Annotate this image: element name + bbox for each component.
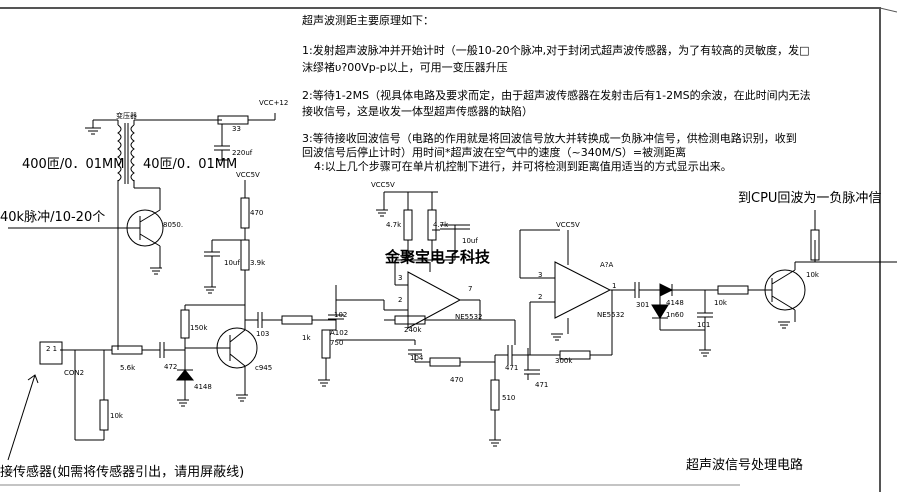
c220-value: 220uf bbox=[232, 149, 253, 157]
vcc-label-2: VCC5V bbox=[371, 181, 395, 189]
r47k-b-value: 4.7k bbox=[433, 221, 449, 229]
note-step-1: 1:发射超声波脉冲并开始计时（一般10-20个脉冲,对于封闭式超声波传感器，为了… bbox=[302, 44, 810, 57]
transformer-right-label: 40匝/0．01MM bbox=[143, 157, 238, 172]
cpu-label: 到CPU回波为一负脉冲信 bbox=[738, 191, 882, 206]
r56k-value: 5.6k bbox=[120, 364, 136, 372]
c103-value: 103 bbox=[256, 330, 270, 338]
vcc-label-3: VCC5V bbox=[556, 221, 580, 229]
opamp-b-pin1: 1 bbox=[612, 282, 617, 290]
r1k-value: 1k bbox=[302, 334, 311, 342]
sensor-label: 接传感器(如需将传感器引出，请用屏蔽线) bbox=[0, 465, 245, 480]
con2-pins: 2 1 bbox=[46, 345, 58, 353]
r33-value: 33 bbox=[232, 125, 241, 133]
pulse-input-label: 40k脉冲/10-20个 bbox=[0, 210, 106, 225]
d1n60-value: 1n60 bbox=[666, 311, 684, 319]
note-step-2: 2:等待1-2MS（视具体电路及要求而定，由于超声波传感器在发射击后有1-2MS… bbox=[302, 89, 811, 102]
r10k-b-value: 10k bbox=[714, 299, 727, 307]
ne5532-b-label: NE5532 bbox=[597, 311, 625, 319]
transformer-name: 变压器 bbox=[116, 112, 137, 120]
note-step-3-cont: 回波信号后停止计时）用时间*超声波在空气中的速度（~340M/S）=被测距离 bbox=[302, 146, 687, 159]
opamp-b-pin3: 3 bbox=[538, 271, 543, 279]
note-step-1-cont: 沫缪褚υ?00Vp-p以上，可用一变压器升压 bbox=[302, 61, 508, 74]
opamp-b-ref: A?A bbox=[600, 261, 614, 269]
ground-symbols bbox=[85, 127, 790, 447]
r47k-a-value: 4.7k bbox=[386, 221, 402, 229]
r39k-value: 3.9k bbox=[250, 259, 266, 267]
con2-label: CON2 bbox=[64, 369, 85, 377]
c472-value: 472 bbox=[164, 363, 178, 371]
d4148-value: 4148 bbox=[194, 383, 212, 391]
qc945-value: c945 bbox=[255, 364, 273, 372]
c471-b-value: 471 bbox=[535, 381, 549, 389]
r470-top-value: 470 bbox=[250, 209, 264, 217]
r750-value: 750 bbox=[330, 339, 344, 347]
opamp-b-pin2: 2 bbox=[538, 293, 543, 301]
note-step-2-cont: 接收信号，这是收发一体型超声传感器的缺陷） bbox=[302, 105, 533, 118]
watermark-brand: 金聚宝电子科技 bbox=[385, 248, 491, 266]
note-step-4: 4:以上几个步骤可在单片机控制下进行，并可将检测到距离值用适当的方式显示出来。 bbox=[314, 160, 732, 173]
c101-value: 101 bbox=[697, 321, 711, 329]
ne5532-a-label: NE5532 bbox=[455, 313, 483, 321]
r150k-value: 150k bbox=[190, 324, 208, 332]
notes-title: 超声波测距主要原理如下： bbox=[302, 14, 434, 27]
transformer bbox=[92, 119, 222, 350]
vcc-label-1: VCC5V bbox=[236, 171, 260, 179]
r10k-value: 10k bbox=[110, 412, 123, 420]
q8050-value: 8050. bbox=[163, 221, 184, 229]
c104-value: 104 bbox=[410, 354, 424, 362]
r510-value: 510 bbox=[502, 394, 516, 402]
c102-value: 102 bbox=[334, 311, 348, 319]
c10uf-2-value: 10uf bbox=[462, 237, 478, 245]
opamp-a-pin3: 3 bbox=[398, 274, 403, 282]
r10k-c-value: 10k bbox=[806, 271, 819, 279]
opamp-a-pin7: 7 bbox=[468, 285, 473, 293]
c301-value: 301 bbox=[636, 301, 650, 309]
transformer-left-label: 400匝/0．01MM bbox=[22, 157, 125, 172]
d4148-b-value: 4148 bbox=[666, 299, 684, 307]
opamp-a-pin2: 2 bbox=[398, 296, 403, 304]
c10uf-value: 10uf bbox=[224, 259, 240, 267]
c471-a-value: 471 bbox=[505, 364, 519, 372]
r240k-value: 240k bbox=[404, 326, 422, 334]
vcc12-label: VCC+12 bbox=[259, 99, 289, 107]
r470-bottom-value: 470 bbox=[450, 376, 464, 384]
r300k-value: 300k bbox=[555, 357, 573, 365]
a102-label: A102 bbox=[330, 329, 349, 337]
note-step-3: 3:等待接收回波信号（电路的作用就是将回波信号放大并转换成一负脉冲信号，供检测电… bbox=[302, 132, 797, 145]
circuit-title: 超声波信号处理电路 bbox=[686, 458, 804, 473]
